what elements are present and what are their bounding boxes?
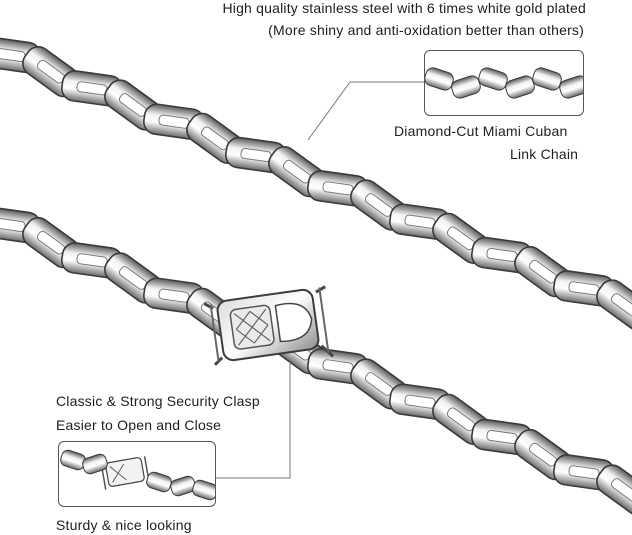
inset-chain-closeup: [424, 50, 584, 116]
callout-chain-type: Diamond-Cut Miami Cuban: [394, 123, 568, 139]
inset-link: [82, 453, 108, 475]
inset-link: [60, 449, 86, 471]
inset-chain-links: [425, 67, 583, 99]
inset-link: [532, 67, 562, 91]
headline-material: High quality stainless steel with 6 time…: [222, 0, 586, 16]
inset-clasp-links: [60, 449, 215, 501]
callout-clasp-look: Sturdy & nice looking: [56, 517, 192, 533]
inset-link: [505, 75, 535, 99]
headline-subtext: (More shiny and anti-oxidation better th…: [268, 22, 584, 38]
callout-clasp-ease: Easier to Open and Close: [56, 417, 222, 433]
inset-link: [478, 67, 508, 91]
inset-link: [451, 75, 481, 99]
inset-link: [170, 475, 196, 497]
inset-link: [146, 471, 172, 493]
inset-link: [559, 75, 583, 99]
box-clasp: [203, 285, 334, 366]
inset-link: [192, 479, 215, 501]
upper-chain-strand: [0, 36, 632, 331]
leader-line-top: [307, 81, 424, 141]
callout-chain-type-cont: Link Chain: [510, 146, 579, 162]
callout-clasp-strength: Classic & Strong Security Clasp: [56, 393, 260, 409]
inset-link: [425, 67, 454, 91]
leader-line-bottom: [214, 362, 291, 479]
inset-clasp-closeup: [58, 441, 216, 507]
